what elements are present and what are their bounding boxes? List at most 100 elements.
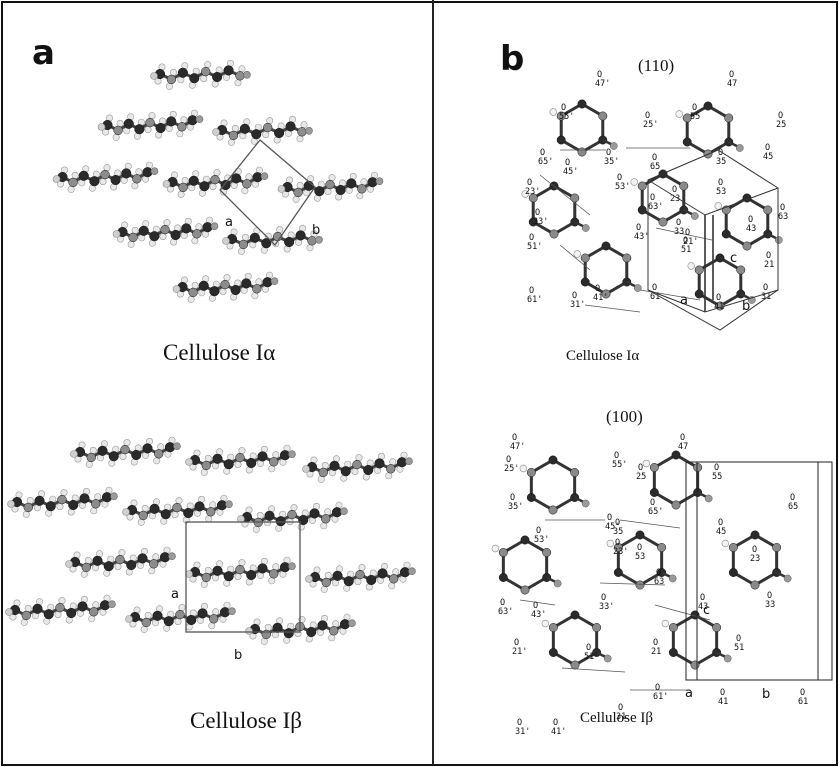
- oxygen-atom: [520, 585, 530, 595]
- oxygen-atom: [321, 514, 331, 524]
- unit-cell-ib: [185, 521, 301, 633]
- oxygen-label-7: O45': [563, 158, 578, 177]
- oxygen-atom: [81, 562, 91, 573]
- hydrogen-atom: [549, 108, 557, 116]
- svg-text:51': 51': [584, 652, 599, 662]
- axis-b-label: b: [742, 299, 750, 314]
- oxygen-atom: [658, 217, 668, 227]
- svg-text:55: 55: [690, 112, 700, 122]
- oxygen-atom: [68, 177, 78, 188]
- hydrogen-atom: [238, 447, 246, 455]
- hydrogen-atom: [140, 625, 148, 633]
- hydrogen-atom: [209, 501, 217, 509]
- hydrogen-atom: [268, 465, 276, 473]
- oxygen-atom: [55, 602, 65, 613]
- cellulose-ib-chain: [70, 436, 181, 468]
- svg-text:O: O: [645, 111, 650, 121]
- carbon-atom: [189, 73, 200, 84]
- oxygen-label-4: O55: [690, 103, 700, 122]
- carbon-atom: [194, 501, 205, 512]
- carbon-atom: [177, 67, 188, 78]
- hydrogen-atom: [176, 130, 184, 138]
- oxygen-atom: [704, 494, 713, 503]
- svg-text:21': 21': [683, 237, 698, 247]
- hydrogen-atom: [234, 79, 242, 87]
- hydrogen-atom: [157, 443, 165, 451]
- carbon-atom: [332, 570, 343, 581]
- hydrogen-bond-line: [584, 304, 641, 313]
- hydrogen-atom: [20, 618, 28, 626]
- oxygen-atom: [238, 239, 249, 250]
- svg-text:55: 55: [712, 472, 722, 482]
- carbon-atom: [601, 241, 611, 251]
- oxygen-atom: [603, 654, 612, 663]
- hydrogen-atom: [209, 183, 217, 191]
- hydrogen-atom: [266, 117, 274, 125]
- carbon-atom: [66, 607, 77, 619]
- hydrogen-atom: [84, 556, 92, 564]
- cellulose-ib-chain: [7, 486, 118, 518]
- oxygen-atom: [357, 184, 367, 194]
- svg-text:O: O: [765, 143, 770, 153]
- svg-text:O: O: [778, 111, 783, 121]
- end-atom: [270, 277, 279, 286]
- oxygen-atom: [548, 623, 558, 632]
- hydrogen-atom: [320, 585, 328, 593]
- unit-cell-edge: [647, 179, 779, 216]
- svg-text:O: O: [716, 293, 721, 303]
- carbon-atom: [89, 176, 100, 187]
- oxygen-label-0: O47': [510, 433, 525, 452]
- svg-text:O: O: [656, 568, 661, 578]
- svg-text:41: 41: [714, 302, 724, 312]
- svg-text:O: O: [720, 688, 725, 698]
- oxygen-atom: [728, 543, 738, 552]
- svg-text:O: O: [692, 103, 697, 113]
- svg-text:O: O: [529, 286, 534, 296]
- oxygen-atom: [149, 559, 159, 569]
- hydrogen-atom: [241, 187, 249, 195]
- oxygen-atom: [570, 468, 580, 477]
- oxygen-atom: [120, 444, 130, 455]
- end-atom: [97, 123, 106, 131]
- end-atom: [125, 615, 133, 623]
- hydrogen-atom: [60, 489, 68, 497]
- oxygen-label-12: O53': [534, 526, 549, 545]
- oxygen-label-19: O33: [674, 218, 684, 237]
- oxygen-atom: [526, 468, 536, 477]
- carbon-atom: [528, 217, 538, 227]
- hydrogen-atom: [174, 618, 182, 626]
- hydrogen-atom: [721, 539, 730, 548]
- oxygen-label-20: O43: [746, 215, 756, 234]
- svg-text:O: O: [597, 70, 602, 80]
- svg-text:35: 35: [613, 527, 623, 537]
- svg-text:O: O: [718, 518, 723, 528]
- hydrogen-atom: [85, 460, 93, 468]
- svg-text:35': 35': [508, 502, 523, 512]
- svg-text:63: 63: [778, 212, 788, 222]
- carbon-atom: [329, 460, 340, 471]
- cellulose-ib-chain: [185, 444, 296, 476]
- hydrogen-atom: [187, 295, 195, 303]
- svg-text:O: O: [780, 203, 785, 213]
- axis-c-label: c: [730, 251, 737, 266]
- carbon-atom: [264, 510, 275, 521]
- oxygen-atom: [542, 548, 552, 557]
- carbon-atom: [257, 451, 268, 462]
- oxygen-label-3: O55': [612, 451, 627, 470]
- carbon-atom: [97, 445, 108, 456]
- carbon-atom: [377, 568, 388, 579]
- svg-text:O: O: [535, 208, 540, 218]
- oxygen-atom: [201, 572, 211, 583]
- oxygen-atom: [577, 147, 587, 157]
- svg-text:O: O: [636, 223, 641, 233]
- hydrogen-bond-line: [561, 667, 626, 673]
- oxygen-atom: [736, 265, 746, 275]
- hydrogen-bond-line: [539, 174, 591, 216]
- oxygen-atom: [763, 205, 773, 215]
- oxygen-label-19: O33': [599, 593, 614, 612]
- cellulose-ib-chain: [237, 501, 348, 533]
- carbon-atom: [34, 495, 45, 506]
- hydrogen-atom: [123, 439, 131, 447]
- svg-text:47': 47': [595, 79, 610, 89]
- carbon-atom: [668, 648, 678, 657]
